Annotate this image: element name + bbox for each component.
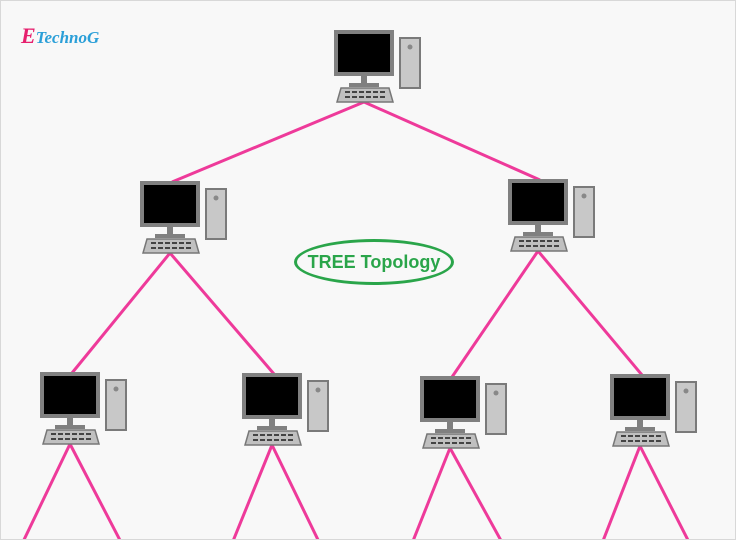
link-line: [22, 443, 72, 539]
link-line: [602, 445, 642, 539]
link-line: [270, 444, 320, 539]
link-line: [168, 252, 276, 375]
link-line: [536, 250, 644, 376]
computer-icon-left-hub: [140, 181, 227, 254]
link-line: [70, 252, 172, 374]
computer-icon-leaf-4: [610, 374, 697, 447]
logo-text: TechnoG: [35, 28, 100, 47]
link-line: [68, 443, 122, 539]
computer-icon-leaf-3: [420, 376, 507, 449]
computer-icon-root: [334, 30, 421, 103]
link-line: [638, 445, 690, 539]
link-line: [412, 447, 452, 539]
links: [22, 100, 690, 539]
computer-icon-leaf-1: [40, 372, 127, 445]
link-line: [448, 447, 502, 539]
link-line: [171, 100, 365, 184]
computer-icon-leaf-2: [242, 373, 329, 446]
computer-icon-right-hub: [508, 179, 595, 252]
link-line: [232, 444, 274, 539]
link-line: [450, 250, 540, 378]
logo-letter: E: [21, 23, 36, 48]
diagram-title: TREE Topology: [294, 239, 454, 285]
link-line: [363, 100, 541, 182]
etechnog-logo: ETechnoG: [21, 23, 99, 49]
